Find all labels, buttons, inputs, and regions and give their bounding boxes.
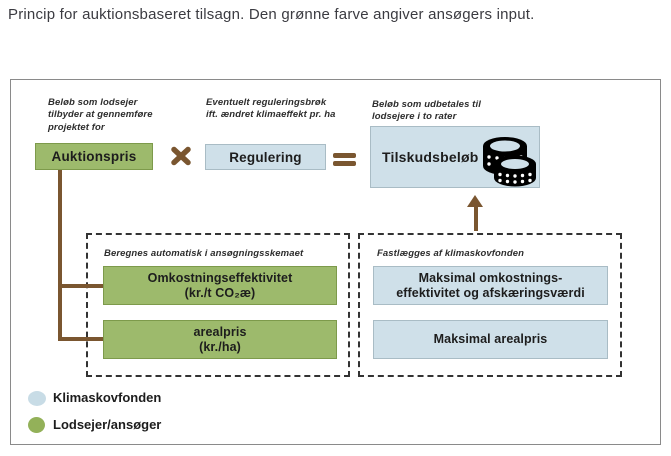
arealpris-box: arealpris (kr./ha) [103,320,337,359]
arealpris-line2: (kr./ha) [199,339,241,354]
legend-label-lodsejer: Lodsejer/ansøger [53,417,162,432]
maksimal-omkostnings-line2: effektivitet og afskæringsværdi [396,285,585,300]
caption-auktionspris: Beløb som lodsejer tilbyder at gennemfør… [48,97,153,133]
maksimal-arealpris-box: Maksimal arealpris [373,320,608,359]
caption-regulering: Eventuelt reguleringsbrøk ift. ændret kl… [206,97,336,121]
diagram-frame [10,79,661,445]
equals-icon [333,150,356,169]
multiply-icon [170,146,192,171]
regulering-box: Regulering [205,144,326,170]
auktionspris-box: Auktionspris [35,143,153,170]
maksimal-omkostningseffektivitet-box: Maksimal omkostnings- effektivitet og af… [373,266,608,305]
page-title: Princip for auktionsbaseret tilsagn. Den… [8,6,535,23]
caption-group-fund: Fastlægges af klimaskovfonden [377,248,525,259]
connector-vertical-line [58,169,62,341]
arrow-up-icon [467,195,483,207]
omkostningseffektivitet-box: Omkostningseffektivitet (kr./t CO₂æ) [103,266,337,305]
dashed-group-fund [358,233,622,377]
legend-label-klimaskovfonden: Klimaskovfonden [53,390,162,405]
arealpris-line1: arealpris [193,324,247,339]
caption-group-applicant: Beregnes automatisk i ansøgningsskemaet [104,248,304,259]
connector-branch-bottom [58,337,106,341]
maksimal-omkostnings-line1: Maksimal omkostnings- [418,270,563,285]
dashed-group-applicant [86,233,350,377]
legend-swatch-lodsejer [28,417,45,433]
caption-tilskudsbeloeb: Beløb som udbetales til lodsejere i to r… [372,99,481,123]
legend-swatch-klimaskovfonden [28,391,46,406]
omkostningseffektivitet-line2: (kr./t CO₂æ) [184,285,256,300]
connector-branch-top [58,284,106,288]
coins-icon [477,136,537,193]
omkostningseffektivitet-line1: Omkostningseffektivitet [147,270,293,285]
arrow-up-shaft [474,206,478,231]
